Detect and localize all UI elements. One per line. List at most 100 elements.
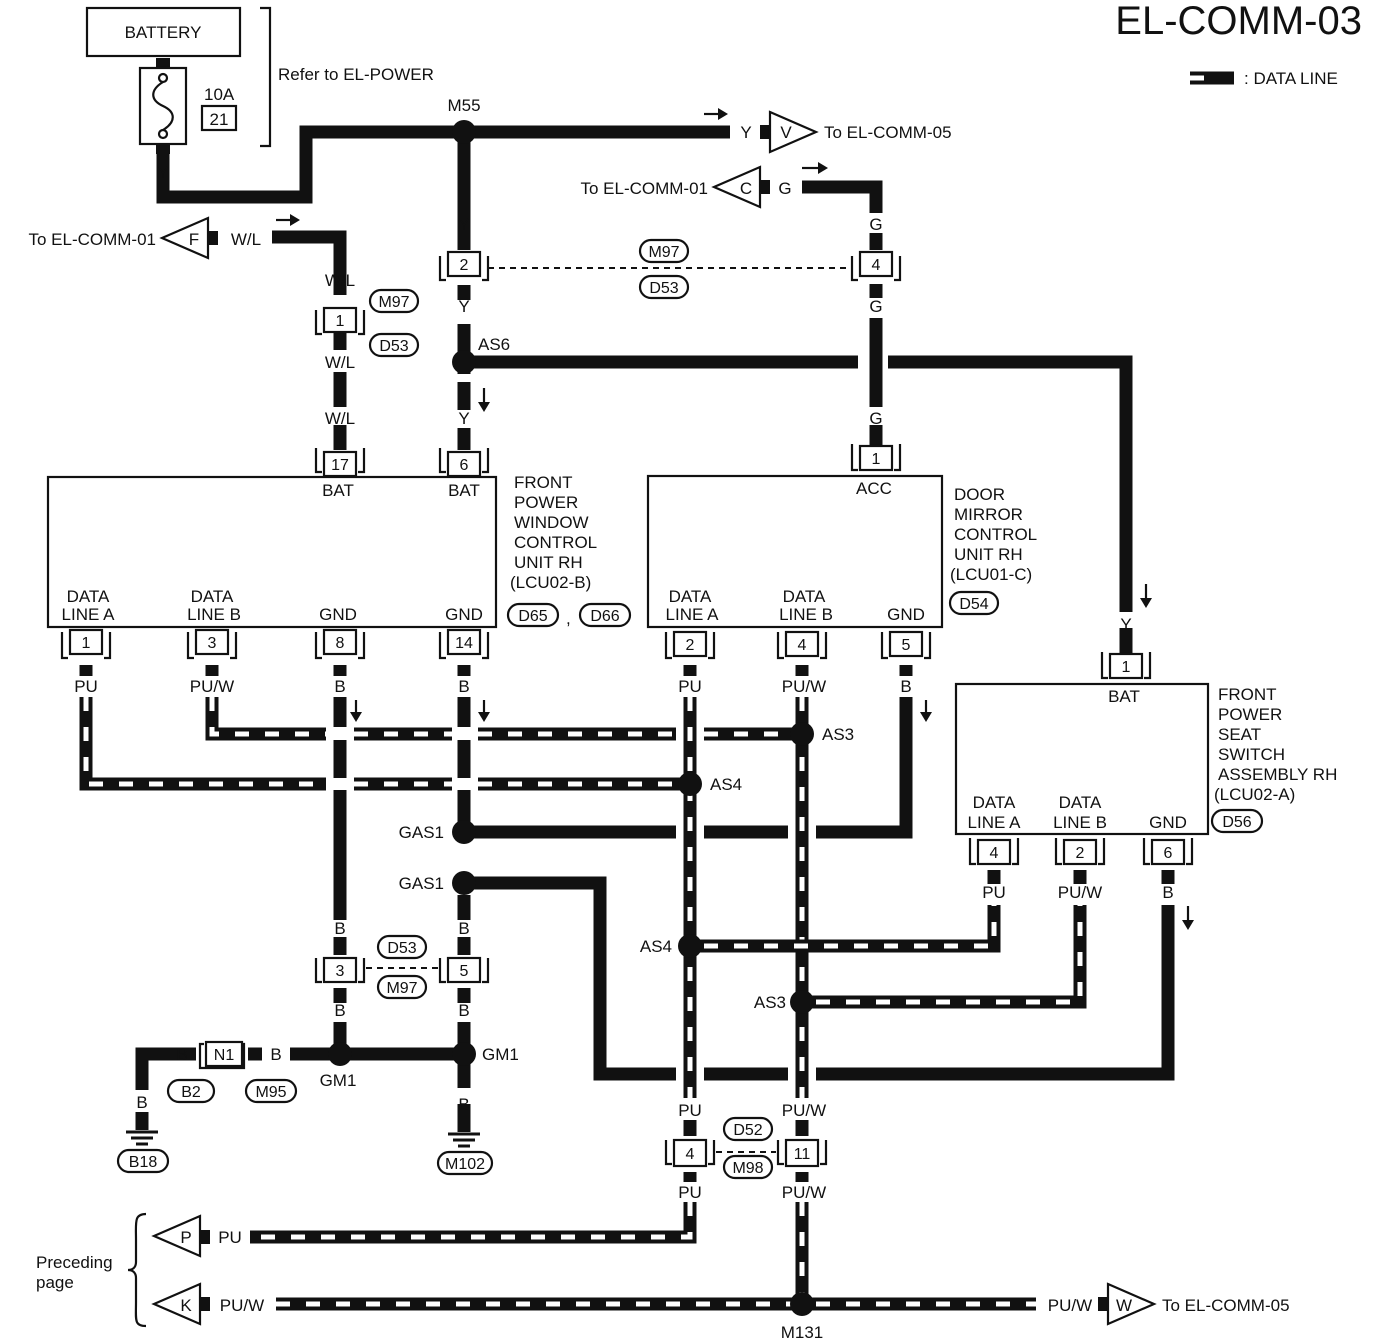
pin-box [446,628,482,656]
terminal-label: DATA [973,793,1016,812]
terminal-label: DATA [191,587,234,606]
connector-tag [506,602,560,628]
offpage-triangle-icon [768,110,819,154]
connector-tag [116,1148,170,1174]
pin-number: 2 [1076,845,1085,862]
wire-label: W/L [325,409,355,428]
pin-box [784,1138,820,1168]
connector-tag [578,602,632,628]
offpage-triangle-icon [159,216,210,260]
pin-box [858,250,894,278]
connector-tag [368,332,420,358]
preceding-page-bracket: Preceding page [36,1212,147,1328]
pin-number: 5 [460,963,469,980]
terminal-label: GND [1149,813,1187,832]
pin-number: 1 [336,313,345,330]
splice-GM1-right [452,1042,476,1066]
connector-tag-label: D56 [1222,814,1251,831]
offpage-letter: V [780,123,792,142]
unit-name-line: FRONT [1218,685,1277,704]
connector-tag [722,1154,774,1180]
wire-label: Y [458,215,469,234]
wire-label: PU/W [220,1296,264,1315]
connector-tag-label: D54 [959,596,988,613]
unit-name-line: (LCU02-A) [1214,785,1295,804]
unit-name-line: UNIT RH [954,545,1023,564]
battery-label: BATTERY [125,23,202,42]
unit-name-line: WINDOW [514,513,589,532]
wire-label: B [458,677,469,696]
terminal-label: DATA [67,587,110,606]
legend-label: : DATA LINE [1244,69,1338,88]
splices: M55 AS6 AS3 AS4 GAS1 GAS1 AS4 AS3 GM1 GM… [320,96,855,1342]
unit-name-line: POWER [1218,705,1282,724]
splice-label: GM1 [320,1071,357,1090]
wire-label: B [1162,883,1173,902]
pin-number: 2 [686,637,695,654]
pin-box [672,630,708,658]
wire-label: G [869,215,882,234]
pin-box [68,628,104,656]
connector-tag-label: D53 [387,940,416,957]
mirror-control-unit: 1 ACC DATA LINE A DATA LINE B GND 2 4 5 … [646,444,1037,660]
offpage-triangle-icon [151,1282,202,1326]
unit-name-line: MIRROR [954,505,1023,524]
connector-tag [376,934,428,960]
tag-separator: , [566,609,571,628]
splice-label: GAS1 [399,874,444,893]
pin-box [888,630,924,658]
offpage-F: F To EL-COMM-01 W/L [28,214,300,260]
pin-box [322,450,358,478]
data-lines [79,665,1087,1311]
connector-tag-label: M97 [378,294,409,311]
pin-number: 17 [331,457,349,474]
terminal-label: LINE A [62,605,116,624]
offpage-W: PU/W W To EL-COMM-05 [1048,1282,1290,1326]
pin-number: 8 [336,635,345,652]
wire-label: B [334,1001,345,1020]
battery-box [85,6,242,58]
pin-box [322,956,358,984]
offpage-V: Y V To EL-COMM-05 [704,108,952,154]
wire-label: Y [458,409,469,428]
connector-tag-label: D53 [649,280,678,297]
unit-name-line: SEAT [1218,725,1261,744]
arrow-right-icon [818,162,828,174]
splice-label: AS4 [710,775,742,794]
wire-label: Y [740,123,751,142]
wire-label: PU [74,677,98,696]
splice-label: GM1 [482,1045,519,1064]
fuse-amps: 10A [204,85,235,104]
connector-tag-label: M102 [445,1156,485,1173]
unit-name-line: SWITCH [1218,745,1285,764]
connector-tag [368,288,420,314]
terminal-label: LINE B [187,605,241,624]
page-code: EL-COMM-03 [1115,0,1362,43]
wire-label: B [176,1045,187,1064]
pin-box [322,628,358,656]
terminal-label: LINE A [666,605,720,624]
unit-name-line: UNIT RH [514,553,583,572]
connector-tag-label: B2 [181,1084,201,1101]
fuse-top-terminal [156,58,170,68]
preceding-line-1: Preceding [36,1253,113,1272]
terminal-label: ACC [856,479,892,498]
unit-name-line: CONTROL [514,533,597,552]
offpage-letter: C [740,179,752,198]
connector-tag [166,1078,216,1104]
wire-label: G [869,409,882,428]
fuse-icon [152,81,174,131]
pin-number: 6 [460,457,469,474]
wire-label: PU/W [1048,1296,1092,1315]
wire-label: PU/W [782,1183,826,1202]
splice-label: AS3 [754,993,786,1012]
terminal-label: GND [319,605,357,624]
pin-number: 1 [82,635,91,652]
pin-number: 1 [872,451,881,468]
window-control-unit: 17 6 BAT BAT DATA LINE A DATA LINE B GND… [46,448,632,660]
terminal-label: DATA [783,587,826,606]
offpage-text: To EL-COMM-05 [1162,1296,1290,1315]
wire-label: W/L [325,353,355,372]
splice-AS6 [452,350,476,374]
terminal-label: BAT [448,481,480,500]
